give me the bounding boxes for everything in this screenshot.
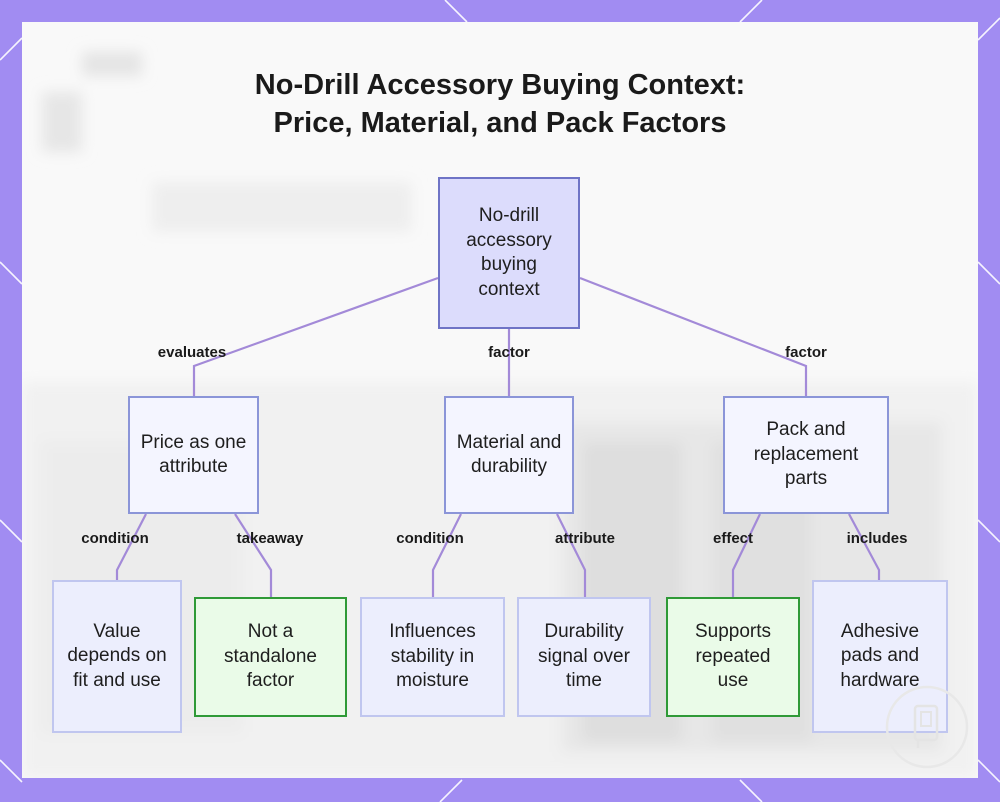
watermark-logo-icon — [885, 685, 969, 769]
edge-root-pack — [579, 276, 808, 396]
edge-label-condition-material: condition — [396, 530, 464, 547]
edge-material-stability — [431, 513, 462, 597]
edge-label-factor-material: factor — [488, 344, 530, 361]
edge-price-value — [115, 513, 147, 580]
diagram-title: No-Drill Accessory Buying Context: Price… — [254, 69, 746, 139]
node-repeated-use: Supports repeated use — [666, 597, 800, 717]
node-not-standalone: Not a standalone factor — [194, 597, 347, 717]
edge-label-takeaway: takeaway — [236, 530, 304, 547]
edge-label-attribute: attribute — [555, 530, 615, 547]
edge-label-evaluates: evaluates — [157, 344, 227, 361]
edge-material-durability — [556, 513, 587, 597]
node-adhesive: Adhesive pads and hardware — [812, 580, 948, 733]
node-pack: Pack and replacement parts — [723, 396, 889, 514]
edge-pack-repeated — [731, 513, 761, 597]
edge-root-price — [192, 276, 439, 396]
edge-pack-adhesive — [848, 513, 881, 580]
node-stability: Influences stability in moisture — [360, 597, 505, 717]
diagram-card: No-Drill Accessory Buying Context: Price… — [22, 22, 978, 778]
node-durability-signal: Durability signal over time — [517, 597, 651, 717]
node-value-fit: Value depends on fit and use — [52, 580, 182, 733]
connector-lines — [115, 276, 881, 597]
edge-label-includes: includes — [846, 530, 908, 547]
node-material: Material and durability — [444, 396, 574, 514]
edge-label-factor-pack: factor — [785, 344, 827, 361]
edge-label-effect: effect — [712, 530, 754, 547]
node-root: No-drill accessory buying context — [438, 177, 580, 329]
edge-label-condition-price: condition — [81, 530, 149, 547]
edge-price-standalone — [234, 513, 273, 597]
node-price: Price as one attribute — [128, 396, 259, 514]
